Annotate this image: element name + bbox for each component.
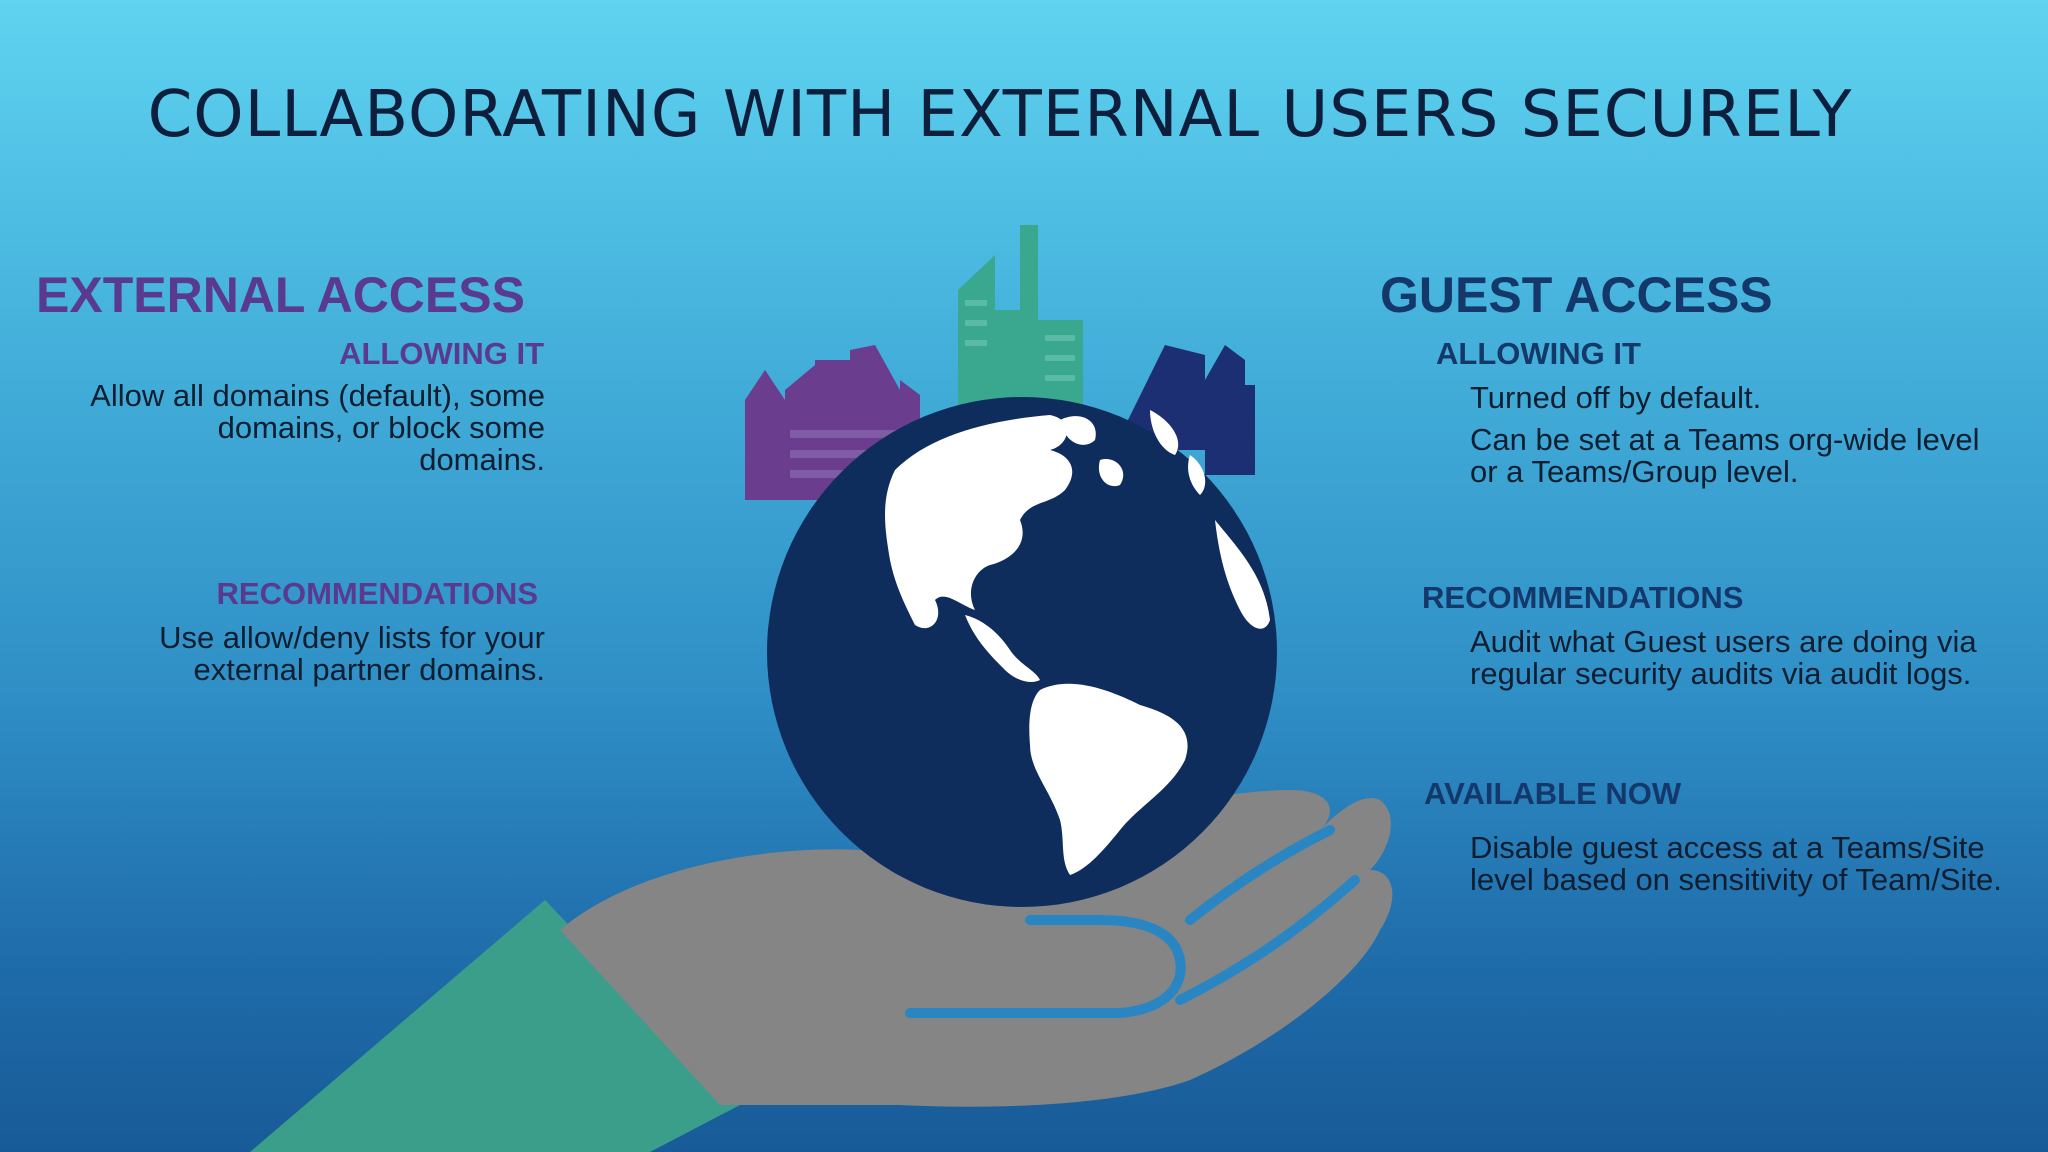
- globe-icon: [767, 397, 1277, 907]
- external-allowing-text: Allow all domains (default), some domain…: [90, 378, 545, 477]
- external-recommendations-text: Use allow/deny lists for your external p…: [159, 620, 545, 687]
- hand-icon: [560, 790, 1393, 1107]
- guest-recommendations-label: RECOMMENDATIONS: [1422, 580, 1744, 615]
- guest-allowing-line2: Can be set at a Teams org-wide level or …: [1470, 422, 1980, 489]
- guest-recommendations-text: Audit what Guest users are doing via reg…: [1470, 624, 1977, 691]
- sleeve-shape: [250, 900, 740, 1152]
- guest-allowing-label: ALLOWING IT: [1436, 336, 1641, 371]
- guest-available-now-text: Disable guest access at a Teams/Site lev…: [1470, 830, 2002, 897]
- guest-available-now-label: AVAILABLE NOW: [1424, 776, 1682, 811]
- external-recommendations-label: RECOMMENDATIONS: [216, 576, 538, 611]
- slide-title: COLLABORATING WITH EXTERNAL USERS SECURE…: [147, 78, 1853, 152]
- external-access-heading: EXTERNAL ACCESS: [36, 267, 525, 323]
- external-allowing-label: ALLOWING IT: [339, 336, 544, 371]
- guest-access-heading: GUEST ACCESS: [1380, 267, 1773, 323]
- guest-allowing-line1: Turned off by default.: [1470, 380, 1762, 415]
